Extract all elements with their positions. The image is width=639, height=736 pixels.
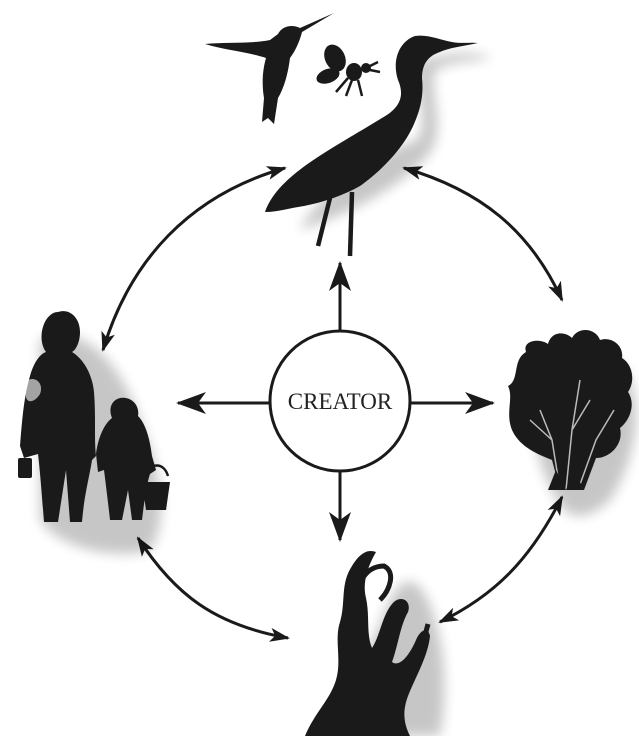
shrub-icon bbox=[508, 329, 637, 516]
arrow-land-to-people bbox=[136, 536, 290, 642]
creator-node: CREATOR bbox=[268, 329, 412, 473]
creator-label: CREATOR bbox=[288, 389, 393, 414]
creator-circle bbox=[268, 329, 412, 473]
adult-and-child-icon bbox=[18, 311, 170, 554]
hummingbird-icon bbox=[205, 13, 334, 124]
arrow-birds-to-plants bbox=[402, 166, 564, 302]
cycle-arrows bbox=[101, 166, 564, 642]
bee-icon bbox=[316, 44, 381, 97]
driftwood-icon bbox=[305, 550, 445, 736]
arrow-people-to-birds bbox=[101, 166, 287, 352]
center-arrows bbox=[176, 261, 495, 542]
arrow-plants-to-land bbox=[438, 495, 564, 624]
heron-icon bbox=[265, 35, 492, 257]
